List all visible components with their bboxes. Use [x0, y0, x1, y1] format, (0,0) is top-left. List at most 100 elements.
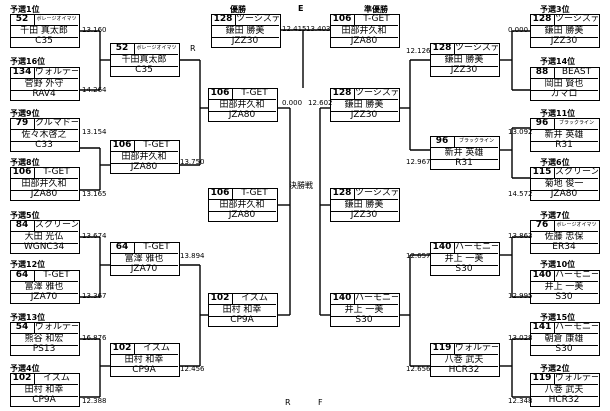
team-name: T-GET	[43, 167, 70, 177]
marker-left-r1: R	[190, 44, 196, 53]
team-name: イズム	[143, 343, 170, 353]
score-label: 12.656	[406, 365, 431, 373]
car-model: JZA70	[130, 264, 158, 274]
driver-name: 鎌田 勝美	[330, 99, 398, 112]
score-label: 12.657	[406, 252, 431, 260]
team-name: ハーモニーR	[355, 293, 398, 303]
score-label: 0.000	[282, 99, 303, 107]
score-label: 13.154	[82, 128, 107, 136]
winner-label: 優勝	[230, 5, 246, 14]
seed-label: 予選7位	[540, 211, 570, 220]
car-model: カマロ	[550, 89, 578, 99]
card-header: 141ハーモニーR	[530, 322, 598, 333]
score-label: 14.264	[82, 86, 107, 94]
car-number: 119	[430, 343, 455, 354]
driver-name: 田部井久和	[10, 178, 78, 191]
car-number: 64	[10, 270, 35, 281]
card-frame	[330, 14, 400, 48]
car-model: JZA80	[30, 189, 58, 199]
driver-name: 田部井久和	[110, 151, 178, 164]
car-model: JZA80	[228, 210, 256, 220]
team-name: ツーシステム	[355, 88, 398, 98]
card-header: 128ツーシステム	[330, 88, 398, 99]
car-number: 96	[430, 136, 455, 147]
card-frame	[10, 270, 80, 304]
car-model: JZA80	[350, 36, 378, 46]
card-frame	[110, 43, 180, 77]
car-number: 106	[10, 167, 35, 178]
score-label: 13.750	[180, 158, 205, 166]
team-name: スクリーン	[35, 220, 78, 230]
car-model: R31	[455, 158, 473, 168]
car-model: HCR32	[548, 395, 580, 405]
team-name: ハーモニーR	[455, 242, 498, 252]
car-number: 115	[530, 167, 555, 178]
card-frame	[110, 343, 180, 377]
card-frame	[430, 43, 500, 77]
car-model: PS13	[32, 344, 56, 354]
card-frame	[530, 220, 600, 254]
car-model: HCR32	[448, 365, 480, 375]
seed-label: 予選8位	[10, 158, 40, 167]
car-number: 106	[110, 140, 135, 151]
seed-label: 予選14位	[540, 57, 576, 66]
car-number: 106	[208, 188, 233, 199]
car-number: 102	[10, 373, 35, 384]
car-number: 119	[530, 373, 555, 384]
car-model: JZZ30	[350, 110, 378, 120]
card-header: 54ヴォルテージ	[10, 322, 78, 333]
card-header: 134ヴォルテージ	[10, 67, 78, 78]
card-frame	[530, 118, 600, 152]
driver-name: 菅野 外守	[10, 78, 78, 91]
center-marker: E	[298, 4, 304, 13]
car-number: 134	[10, 67, 35, 78]
card-frame	[10, 167, 80, 201]
car-model: S30	[555, 344, 573, 354]
score-label: 12.602	[308, 99, 333, 107]
car-number: 128	[430, 43, 455, 54]
score-label: 12.126	[406, 47, 431, 55]
team-name: T-GET	[143, 140, 170, 150]
team-name: T-GET	[241, 188, 268, 198]
score-label: 12.967	[406, 158, 431, 166]
score-label: 13.367	[82, 292, 107, 300]
card-header: 140ハーモニーR	[330, 293, 398, 304]
card-frame	[430, 136, 500, 170]
final-label: 決勝戦	[289, 181, 313, 190]
car-number: 140	[330, 293, 355, 304]
driver-name: 新井 英雄	[430, 147, 498, 160]
team-name: ボレージオイマツ	[556, 222, 597, 228]
car-number: 54	[10, 322, 35, 333]
seed-label: 予選12位	[10, 260, 46, 269]
driver-name: 田部井久和	[330, 25, 398, 38]
seed-label: 予選1位	[10, 5, 40, 14]
car-model: ER34	[552, 242, 576, 252]
card-frame	[10, 67, 80, 101]
card-frame	[530, 322, 600, 356]
card-frame	[10, 220, 80, 254]
seed-label: 予選13位	[10, 313, 46, 322]
team-name: ブラックライン	[558, 120, 594, 126]
score-label: 12.456	[180, 365, 205, 373]
team-name: ハーモニーR	[555, 322, 598, 332]
car-model: CP9A	[230, 315, 254, 325]
driver-name: 鎌田 勝美	[211, 25, 279, 38]
car-model: JZA70	[30, 292, 58, 302]
